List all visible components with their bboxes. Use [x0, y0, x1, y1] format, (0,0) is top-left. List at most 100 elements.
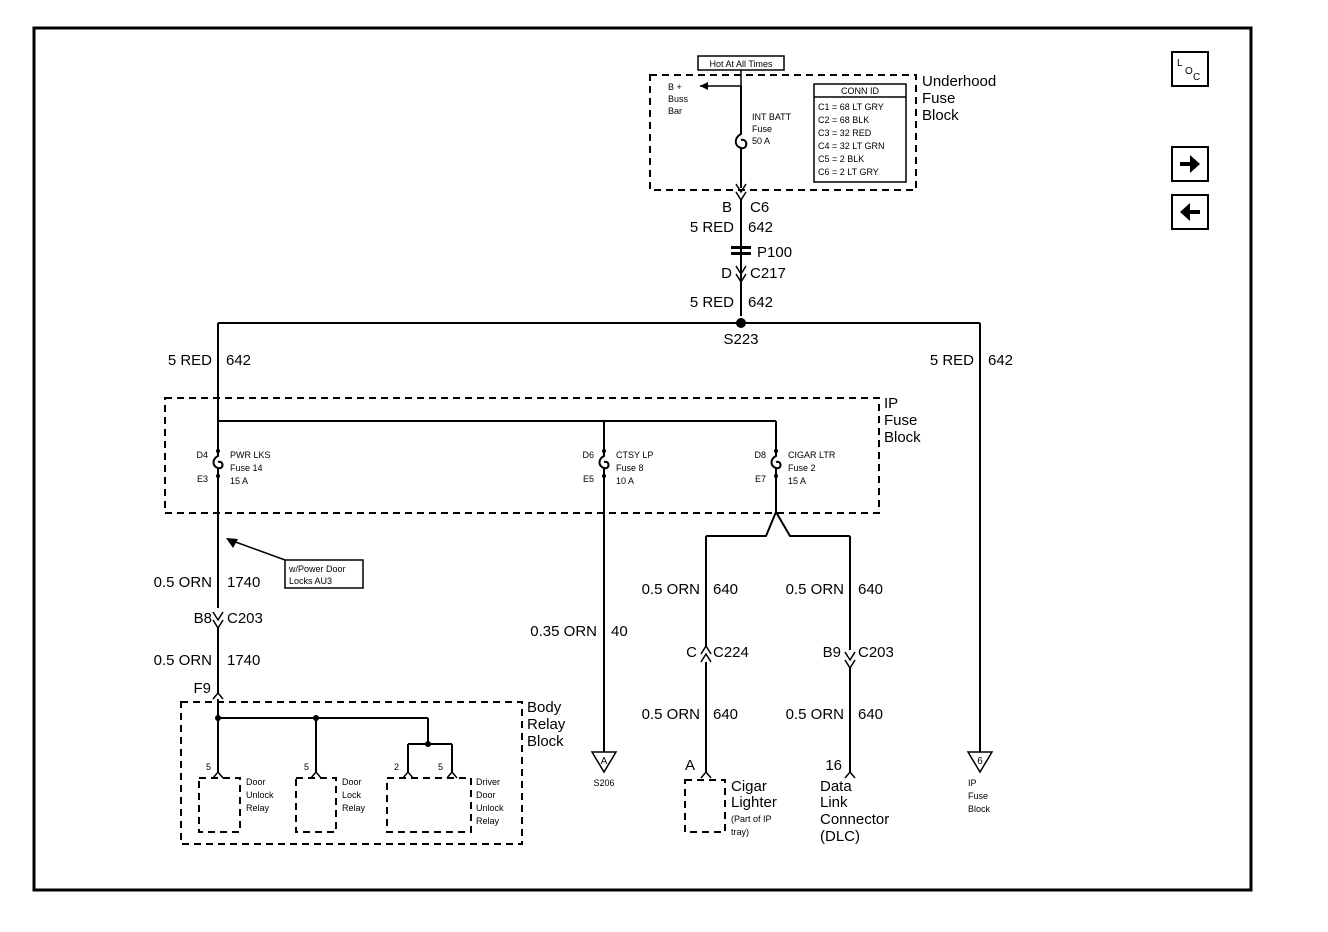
underhood-title-3: Block — [922, 107, 959, 124]
ip-title-3: Block — [884, 429, 921, 446]
dlc-w2-circuit: 640 — [858, 706, 883, 723]
dlc-terminal-icon — [844, 770, 856, 779]
r1-c: Relay — [246, 803, 270, 813]
buss-bar-arrow-icon — [700, 82, 708, 90]
cigar-w2-circuit: 640 — [713, 706, 738, 723]
right-ref-num: 6 — [977, 756, 983, 767]
conn-id-c6: C6 = 2 LT GRY — [818, 167, 879, 177]
r3-pin-2: 5 — [438, 762, 443, 772]
lc-w1-gauge: 0.5 ORN — [154, 574, 212, 591]
f2-out: E5 — [583, 474, 594, 484]
p100-label: P100 — [757, 244, 792, 261]
right-ref-2: Fuse — [968, 791, 988, 801]
forward-button[interactable] — [1171, 146, 1209, 182]
pin-d-label: D — [721, 265, 732, 282]
ip-title-1: IP — [884, 395, 898, 412]
f3-b: Fuse 2 — [788, 463, 816, 473]
conn-id-c4: C4 = 32 LT GRN — [818, 141, 884, 151]
underhood-fuse-block — [649, 74, 917, 191]
lc-w2-gauge: 0.5 ORN — [154, 652, 212, 669]
cigar-name-1: Cigar — [731, 778, 767, 795]
f1-b: Fuse 14 — [230, 463, 263, 473]
right-ref-1: IP — [968, 778, 977, 788]
r1-pin: 5 — [206, 762, 211, 772]
r2-c: Relay — [342, 803, 366, 813]
r3-c: Unlock — [476, 803, 504, 813]
trunk-wire2-gauge: 5 RED — [690, 294, 734, 311]
r3-d: Relay — [476, 816, 500, 826]
s206-ref-icon[interactable] — [590, 751, 618, 774]
f2-b: Fuse 8 — [616, 463, 644, 473]
int-batt-label-2: Fuse — [752, 124, 772, 134]
r2-pin: 5 — [304, 762, 309, 772]
r1-b: Unlock — [246, 790, 274, 800]
note-line-2: Locks AU3 — [289, 576, 332, 586]
trunk-wire2-circuit: 642 — [748, 294, 773, 311]
ip-fuse-block-ref-icon[interactable] — [966, 751, 994, 774]
f3-out: E7 — [755, 474, 766, 484]
relay-title-2: Relay — [527, 716, 566, 733]
conn-id-c2: C2 = 68 BLK — [818, 115, 869, 125]
loc-button[interactable]: L O C — [1171, 51, 1209, 87]
relay-title-3: Block — [527, 733, 564, 750]
s206-label: S206 — [593, 778, 614, 788]
dlc-name-1: Data — [820, 778, 852, 795]
conn-id-box — [813, 83, 907, 183]
underhood-title-1: Underhood — [922, 73, 996, 90]
bbus-label-2: Buss — [668, 94, 689, 104]
pin-a-label: A — [685, 757, 695, 774]
back-button[interactable] — [1171, 194, 1209, 230]
connector-c217-icon — [735, 265, 747, 284]
f3-c: 15 A — [788, 476, 806, 486]
conn-c224-label: C224 — [713, 644, 749, 661]
trunk-wire1-gauge: 5 RED — [690, 219, 734, 236]
conn-c217-label: C217 — [750, 265, 786, 282]
cigar-name-2: Lighter — [731, 794, 777, 811]
int-batt-label-1: INT BATT — [752, 112, 792, 122]
ip-fuse-block — [164, 397, 880, 514]
cigar-w2-gauge: 0.5 ORN — [642, 706, 700, 723]
lc-w2-circuit: 1740 — [227, 652, 260, 669]
r1-a: Door — [246, 777, 266, 787]
connector-c224-icon — [700, 644, 712, 663]
ctsy-gauge: 0.35 ORN — [530, 623, 597, 640]
svg-text:C: C — [1193, 72, 1200, 83]
dlc-w1-circuit: 640 — [858, 581, 883, 598]
dlc-conn-c203-label: C203 — [858, 644, 894, 661]
conn-id-c5: C5 = 2 BLK — [818, 154, 864, 164]
connector-c203-icon — [212, 611, 224, 630]
right-ref-3: Block — [968, 804, 991, 814]
r2-a: Door — [342, 777, 362, 787]
bbus-label-3: Bar — [668, 106, 682, 116]
cigar-lighter — [684, 779, 726, 833]
pin-b8-label: B8 — [194, 610, 212, 627]
f1-c: 15 A — [230, 476, 248, 486]
f1-out: E3 — [197, 474, 208, 484]
f3-in: D8 — [754, 450, 766, 460]
body-relay-block — [180, 701, 523, 845]
f2-a: CTSY LP — [616, 450, 653, 460]
conn-id-c1: C1 = 68 LT GRY — [818, 102, 884, 112]
dlc-name-3: Connector — [820, 811, 889, 828]
svg-text:O: O — [1185, 66, 1193, 77]
f1-a: PWR LKS — [230, 450, 271, 460]
ip-title-2: Fuse — [884, 412, 917, 429]
pin-c-label: C — [686, 644, 697, 661]
diagram-frame — [32, 26, 1253, 892]
f3-a: CIGAR LTR — [788, 450, 836, 460]
left-branch-circuit: 642 — [226, 352, 251, 369]
r2-b: Lock — [342, 790, 362, 800]
cigar-w1-gauge: 0.5 ORN — [642, 581, 700, 598]
note-line-1: w/Power Door — [288, 564, 346, 574]
r3-pin-1: 2 — [394, 762, 399, 772]
cigar-part-2: tray) — [731, 827, 749, 837]
right-branch-circuit: 642 — [988, 352, 1013, 369]
r3-b: Door — [476, 790, 496, 800]
cigar-w1-circuit: 640 — [713, 581, 738, 598]
dlc-connector-c203-icon — [844, 651, 856, 670]
s223-label: S223 — [723, 331, 758, 348]
right-branch-gauge: 5 RED — [930, 352, 974, 369]
power-door-locks-note — [284, 559, 364, 589]
f1-in: D4 — [196, 450, 208, 460]
